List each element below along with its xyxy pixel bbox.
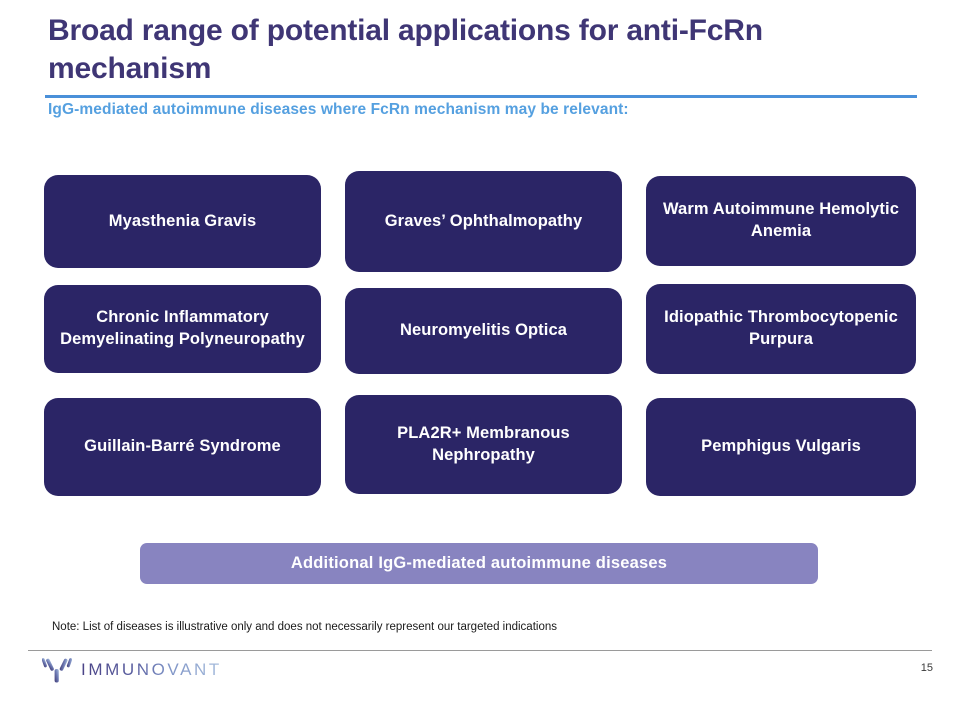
- disease-box[interactable]: Pemphigus Vulgaris: [646, 398, 916, 496]
- disease-box-label: Graves’ Ophthalmopathy: [384, 211, 583, 230]
- logo-wordmark: IMMUNOVANT: [81, 660, 222, 679]
- slide-subtitle: IgG-mediated autoimmune diseases where F…: [48, 101, 629, 118]
- disease-box[interactable]: Warm Autoimmune Hemolytic Anemia: [646, 176, 916, 266]
- disease-box-grid: Myasthenia Gravis Graves’ Ophthalmopathy…: [44, 171, 916, 496]
- disease-box[interactable]: Myasthenia Gravis: [44, 175, 321, 268]
- disease-box-label: Guillain-Barré Syndrome: [84, 437, 281, 456]
- disease-box-label: PLA2R+ Membranous Nephropathy: [397, 423, 570, 464]
- disease-box[interactable]: Idiopathic Thrombocytopenic Purpura: [646, 284, 916, 374]
- page-title: Broad range of potential applications fo…: [48, 14, 763, 85]
- footnote: Note: List of diseases is illustrative o…: [52, 621, 557, 633]
- footer-divider: [28, 650, 932, 651]
- additional-diseases-label: Additional IgG-mediated autoimmune disea…: [290, 554, 668, 572]
- page-number: 15: [920, 662, 933, 674]
- additional-diseases-bar[interactable]: Additional IgG-mediated autoimmune disea…: [140, 543, 818, 584]
- disease-box[interactable]: Guillain-Barré Syndrome: [44, 398, 321, 496]
- antibody-icon: [42, 658, 72, 683]
- disease-box[interactable]: Neuromyelitis Optica: [345, 288, 622, 374]
- title-divider: [45, 95, 917, 98]
- disease-box-label: Warm Autoimmune Hemolytic Anemia: [663, 200, 899, 240]
- disease-box-label: Chronic Inflammatory Demyelinating Polyn…: [60, 308, 305, 348]
- company-logo: IMMUNOVANT: [42, 656, 222, 684]
- disease-box[interactable]: Graves’ Ophthalmopathy: [345, 171, 622, 272]
- disease-box[interactable]: Chronic Inflammatory Demyelinating Polyn…: [44, 285, 321, 373]
- disease-box[interactable]: PLA2R+ Membranous Nephropathy: [345, 395, 622, 494]
- disease-box-label: Neuromyelitis Optica: [399, 321, 568, 340]
- disease-box-label: Pemphigus Vulgaris: [701, 437, 861, 456]
- disease-box-label: Myasthenia Gravis: [108, 211, 257, 230]
- disease-box-label: Idiopathic Thrombocytopenic Purpura: [664, 308, 898, 348]
